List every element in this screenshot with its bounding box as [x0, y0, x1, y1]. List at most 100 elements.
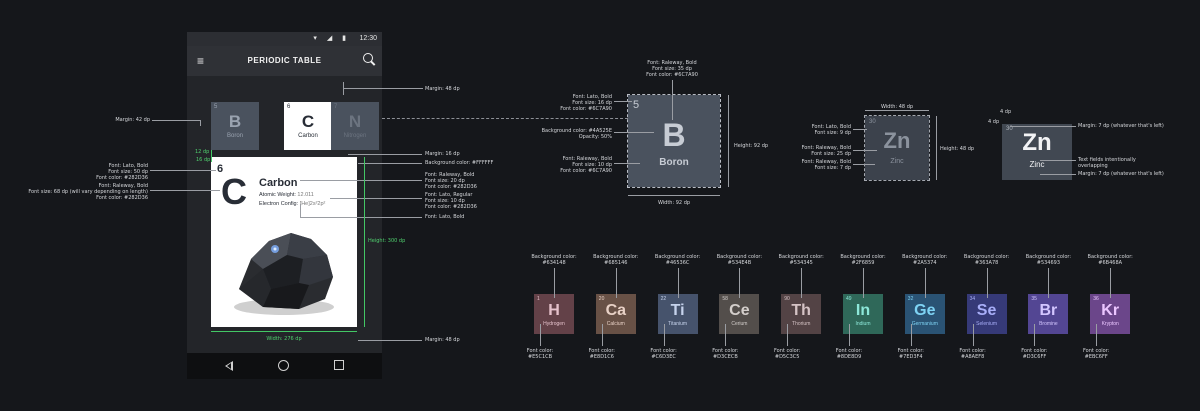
width-guide	[628, 195, 720, 196]
leader-line	[343, 82, 344, 95]
tile-symbol: Ti	[670, 302, 685, 319]
annotation-background-color: Background color:#534345	[778, 254, 824, 266]
leader-line	[801, 268, 803, 298]
tile-atomic-number: 90	[784, 296, 790, 302]
leader-line	[853, 150, 877, 151]
tile-atomic-number: 6	[287, 104, 291, 110]
annotation-font-color: Font color:#D3CECB	[712, 348, 739, 360]
annotation-font-color: Font color:#A8AEF8	[959, 348, 986, 360]
tile-symbol: Ge	[914, 302, 936, 319]
leader-line	[853, 164, 875, 165]
tile-atomic-number: 35	[1031, 296, 1037, 302]
annotation-margin-left: Margin: 42 dp	[115, 117, 150, 123]
tile-symbol: H	[548, 302, 560, 319]
tile-element-name: Boron	[226, 133, 243, 139]
leader-line	[672, 80, 673, 120]
annotation-4dp-top: 4 dp	[1000, 109, 1012, 115]
tile-atomic-number: 7	[334, 104, 338, 110]
annotation-background-color: Background color:#534693	[1025, 254, 1072, 266]
leader-line	[1040, 160, 1076, 161]
annotation-height: Height: 300 dp	[368, 238, 406, 244]
annotation-width: Width: 92 dp	[657, 200, 691, 206]
height-guide	[728, 95, 729, 187]
tile-element-name: Titanium	[668, 321, 688, 327]
annotation-margin-bottom: Margin: 7 dp (whatever that's left)	[1078, 171, 1164, 177]
tile-element-name: Nitrogen	[343, 133, 367, 139]
tile-element-name: Selenium	[976, 321, 998, 327]
leader-line	[152, 120, 200, 121]
width-guide	[865, 110, 929, 111]
leader-line	[986, 268, 988, 298]
back-icon[interactable]	[225, 361, 233, 371]
element-detail-card: 6 C Carbon Atomic Weight: 12.011 Electro…	[211, 157, 357, 327]
annotation-background-color: Background color:#2A5374	[902, 254, 948, 266]
width-guide	[211, 331, 357, 332]
tile-atomic-number: 58	[722, 296, 728, 302]
home-icon[interactable]	[278, 360, 289, 371]
leader-line	[663, 324, 665, 346]
tile-element-name: Cerium	[731, 321, 748, 327]
tile-symbol: B	[662, 117, 686, 153]
leader-line	[300, 180, 422, 181]
tile-element-name: Calcium	[606, 321, 625, 327]
annotation-background-color: Background color:#2F6859	[840, 254, 886, 266]
leader-line	[910, 324, 912, 346]
tile-atomic-number: 5	[633, 99, 640, 111]
menu-icon[interactable]: ≡	[197, 54, 205, 68]
annotation-16dp: 16 dp	[196, 157, 211, 163]
card-element-name: Carbon	[259, 177, 298, 189]
android-nav-bar	[187, 353, 382, 379]
tile-atomic-number: 20	[598, 296, 605, 302]
annotation-height: Height: 48 dp	[940, 146, 975, 152]
leader-line	[849, 324, 850, 346]
annotation-font-color: Font color:#D3C6FF	[1021, 348, 1048, 360]
leader-line	[343, 88, 423, 89]
leader-line	[615, 268, 617, 298]
leader-line	[614, 163, 640, 164]
tile-element-name: Germanium	[911, 321, 938, 327]
tile-atomic-number: 30	[869, 119, 876, 125]
tile-element-name: Thorium	[792, 321, 811, 327]
leader-line	[787, 324, 789, 346]
tile-atomic-number: 30	[1006, 126, 1013, 132]
tile-spec-zinc: 30 Zn Zinc	[864, 115, 930, 181]
leader-line	[1096, 324, 1098, 346]
tile-element-name: Boron	[659, 157, 689, 168]
annotation-font-color: Font color:#7ED3F4	[897, 348, 924, 360]
electron-config-label: Electron Config:	[259, 201, 299, 207]
leader-line	[1040, 174, 1076, 175]
annotation-background-color: Background color:#534E4B	[716, 254, 763, 266]
status-icons: ▾ ◢ ▮	[313, 35, 350, 42]
tile-atomic-number: 1	[537, 296, 540, 302]
tile-symbol: Zn	[883, 128, 911, 153]
search-icon[interactable]	[363, 53, 373, 63]
tile-symbol: N	[348, 112, 362, 131]
tile-symbol: Br	[1039, 302, 1058, 319]
annotation-background-color: Background color:#46536C	[654, 254, 701, 266]
annotation-background-color: Background color:#634148	[531, 254, 577, 266]
recent-apps-icon[interactable]	[334, 360, 344, 370]
leader-line	[1048, 268, 1050, 298]
leader-line	[150, 170, 216, 171]
annotation-width: Width: 48 dp	[880, 104, 914, 110]
leader-line	[924, 268, 926, 298]
leader-line	[150, 190, 220, 191]
leader-line	[358, 340, 422, 341]
card-info: Atomic Weight: 12.011 Electron Config: […	[259, 191, 325, 209]
annotation-height: Height: 92 dp	[734, 143, 769, 149]
annotation-font-color: Font color:#C6D3EC	[650, 348, 677, 360]
leader-line	[677, 268, 679, 298]
dashed-connector	[382, 118, 628, 119]
